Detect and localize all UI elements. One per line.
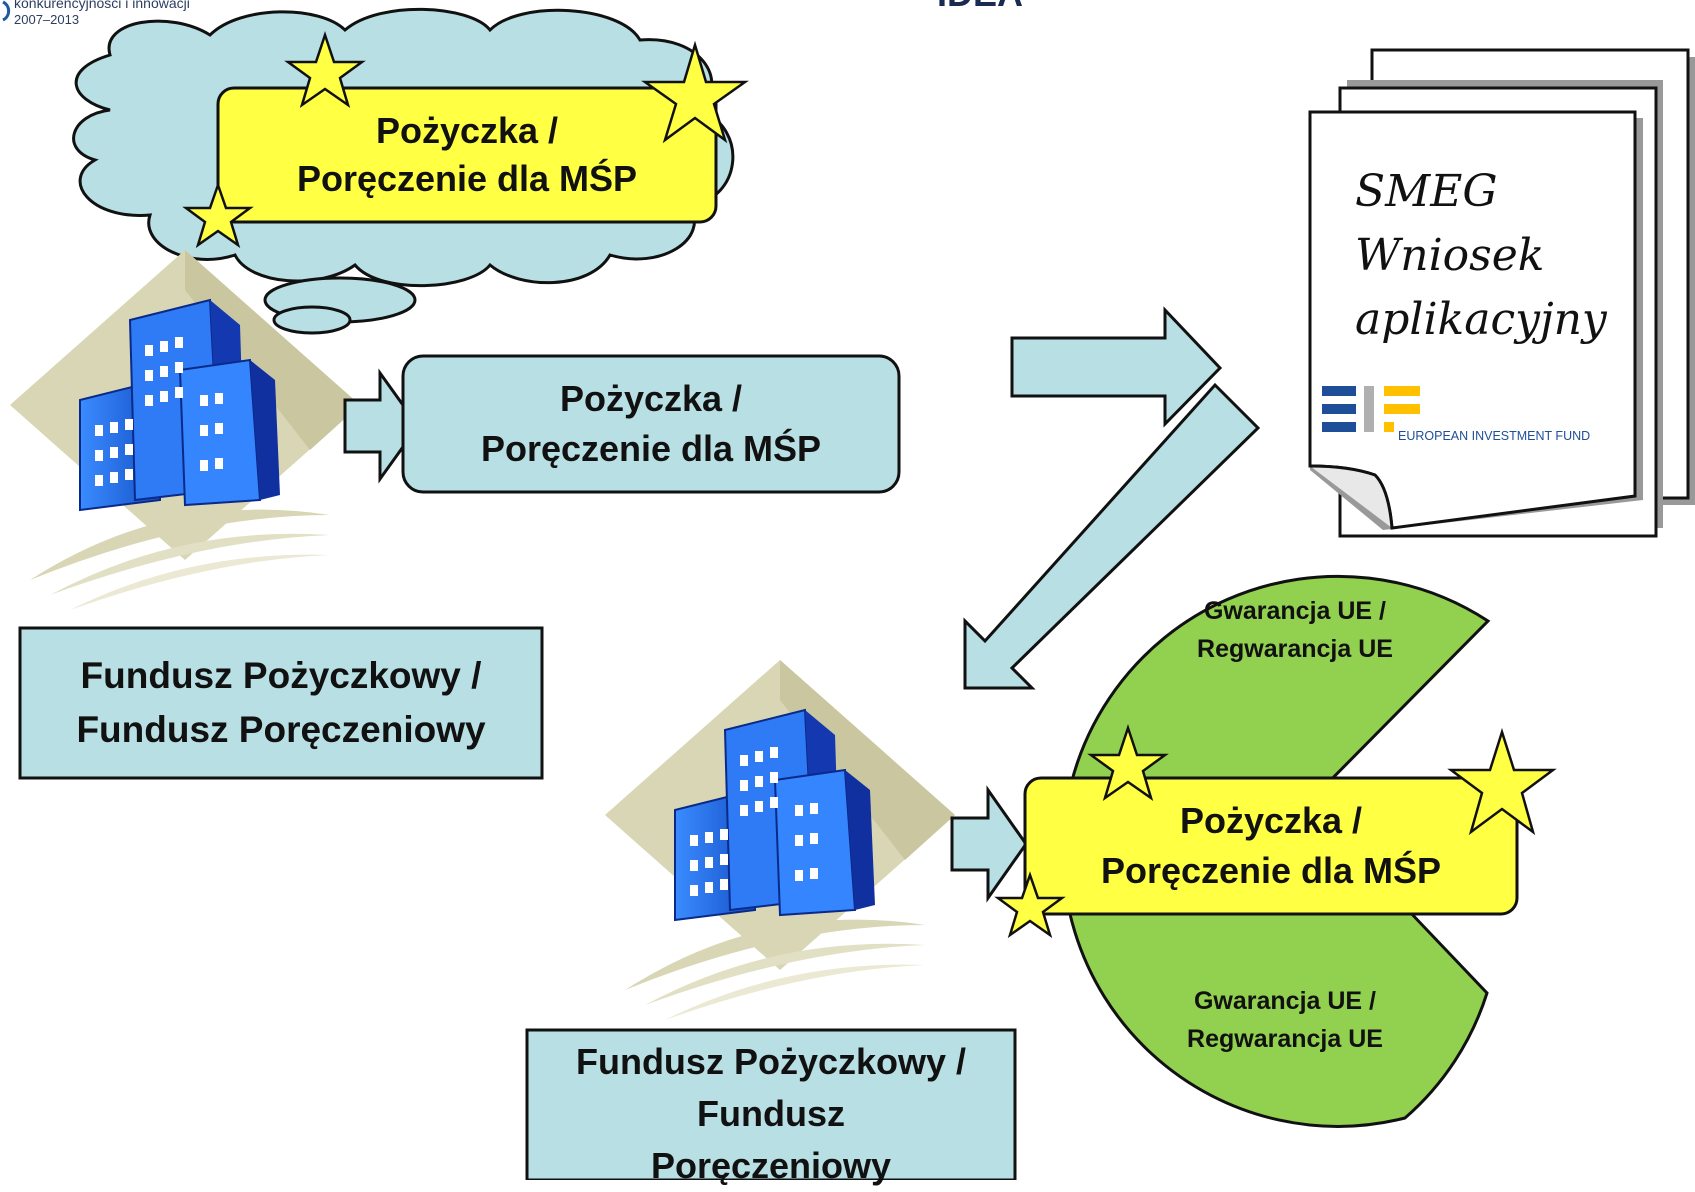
logo-line1: konkurencyjności i innowacji xyxy=(14,0,190,11)
star-icon xyxy=(182,181,254,249)
guarantee-bottom-line2: Regwarancja UE xyxy=(1187,1025,1383,1053)
eif-brand-text: EUROPEAN INVESTMENT FUND xyxy=(1398,429,1591,443)
building-icon xyxy=(604,659,956,1021)
logo-line2: 2007–2013 xyxy=(14,12,80,27)
thought-loan-text: Pożyczka / Poręczenie dla MŚP xyxy=(218,88,716,222)
eif-logo-icon xyxy=(1322,386,1420,432)
guarantee-top-line1: Gwarancja UE / xyxy=(1203,597,1387,625)
fund-box-bottom-text: Fundusz Pożyczkowy / Fundusz Poręczeniow… xyxy=(527,1030,1015,1186)
circle-loan-line1: Pożyczka / xyxy=(1179,800,1363,841)
page-title: IDEA xyxy=(915,0,1045,14)
thought-loan-box xyxy=(216,86,718,224)
fund-bottom-line1: Fundusz Pożyczkowy / xyxy=(575,1041,967,1082)
document-line3: aplikacyjny xyxy=(1355,294,1607,345)
fund-box-top-text: Fundusz Pożyczkowy / Fundusz Poręczeniow… xyxy=(20,628,542,778)
document-text: SMEG Wniosek aplikacyjny xyxy=(1355,160,1635,352)
arrow-to-document-icon xyxy=(1010,306,1223,428)
fund-top-line2: Fundusz Poręczeniowy xyxy=(76,709,486,750)
fund-bottom-line2: Fundusz xyxy=(697,1093,845,1134)
guarantee-bottom-line1: Gwarancja UE / xyxy=(1193,987,1377,1015)
arrow-down-left-icon xyxy=(963,382,1261,690)
guarantee-bottom-text: Gwarancja UE / Regwarancja UE xyxy=(1130,970,1440,1070)
star-icon xyxy=(641,40,749,144)
document-line2: Wniosek xyxy=(1355,230,1545,281)
loan-box-line2: Poręczenie dla MŚP xyxy=(480,428,822,469)
star-icon xyxy=(284,31,366,109)
thought-loan-line1: Pożyczka / xyxy=(375,110,559,151)
loan-box xyxy=(401,354,901,494)
loan-box-text: Pożyczka / Poręczenie dla MŚP xyxy=(403,356,899,492)
loan-box-line1: Pożyczka / xyxy=(559,378,743,419)
guarantee-top-text: Gwarancja UE / Regwarancja UE xyxy=(1145,580,1445,680)
arrow-right-icon xyxy=(343,368,420,484)
circle-loan-box xyxy=(1023,776,1519,916)
fund-box-bottom xyxy=(525,1028,1017,1180)
fund-top-line1: Fundusz Pożyczkowy / xyxy=(80,655,482,696)
fund-bottom-line3: Poręczeniowy xyxy=(650,1145,892,1186)
thought-loan-line2: Poręczenie dla MŚP xyxy=(296,158,638,199)
circle-loan-line2: Poręczenie dla MŚP xyxy=(1100,850,1442,891)
star-icon xyxy=(1087,724,1169,802)
star-icon xyxy=(1447,727,1557,836)
logo-icon xyxy=(2,0,11,22)
star-icon xyxy=(994,871,1066,939)
document-line1: SMEG xyxy=(1355,166,1498,217)
arrow-right-icon xyxy=(950,785,1028,903)
guarantee-top-line2: Regwarancja UE xyxy=(1197,635,1393,663)
fund-box-top xyxy=(18,626,544,780)
circle-loan-text: Pożyczka / Poręczenie dla MŚP xyxy=(1025,778,1517,914)
